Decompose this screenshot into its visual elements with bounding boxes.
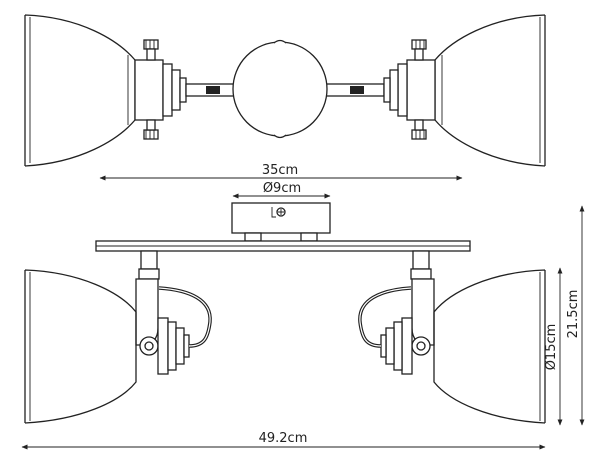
front-left-lamp	[24, 250, 212, 424]
dimension-base-diameter: Ø9cm	[232, 181, 331, 199]
dimension-shade-diameter-label: Ø15cm	[544, 324, 559, 371]
front-right-lamp	[358, 250, 546, 424]
dimension-top-width-label: 35cm	[262, 163, 298, 178]
dimension-shade-diameter: Ø15cm	[544, 267, 563, 426]
dimension-height-label: 21.5cm	[566, 290, 581, 339]
top-right-shade	[383, 14, 546, 167]
dimension-top-width: 35cm	[99, 163, 463, 181]
top-left-shade	[24, 14, 187, 167]
front-ceiling-base	[231, 202, 331, 242]
dimension-base-diameter-label: Ø9cm	[263, 181, 301, 196]
dimension-total-width: 49.2cm	[21, 431, 546, 450]
front-bar	[95, 240, 471, 252]
dimension-height: 21.5cm	[566, 205, 585, 426]
top-view	[24, 14, 546, 167]
dimension-total-width-label: 49.2cm	[259, 431, 308, 446]
front-view	[24, 202, 546, 424]
top-base-disc	[232, 39, 328, 139]
